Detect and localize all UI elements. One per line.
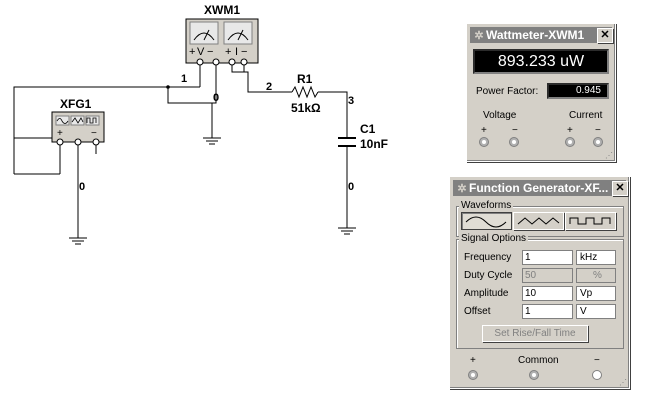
triangle-wave-icon <box>517 217 560 225</box>
current-minus-sign: − <box>595 125 601 136</box>
wm-current-letter: I <box>235 46 238 58</box>
sine-wave-icon <box>465 216 507 228</box>
duty-cycle-input[interactable]: 50 <box>522 268 573 283</box>
junction-dot <box>166 85 170 89</box>
fg-resize-grip-icon[interactable]: ⋰ <box>619 378 627 387</box>
square-wave-icon <box>569 217 611 225</box>
offset-input[interactable]: 1 <box>522 304 573 319</box>
capacitor-value: 10nF <box>360 137 388 151</box>
fg-minus-sign: − <box>91 128 97 139</box>
wm-voltage-plus: + <box>189 46 195 58</box>
wm-current-minus: − <box>241 46 247 58</box>
wattmeter-title-icon: ✲ <box>474 30 484 42</box>
signal-options-group <box>456 239 624 349</box>
wattmeter-reading: 893.233 uW <box>497 53 585 70</box>
fg-minus-terminal[interactable] <box>592 370 602 380</box>
capacitor-symbol[interactable] <box>338 137 356 147</box>
fg-close-button[interactable]: ✕ <box>612 181 628 196</box>
capacitor-label: C1 <box>360 122 376 136</box>
waveforms-group-label: Waveforms <box>459 200 514 211</box>
resize-grip-icon[interactable]: ⋰ <box>605 151 613 160</box>
power-factor-display: 0.945 <box>547 83 609 99</box>
function-generator-label: XFG1 <box>60 97 92 111</box>
frequency-unit-select[interactable]: kHz <box>576 250 616 265</box>
node-label-1: 1 <box>181 73 187 85</box>
triangle-wave-button[interactable] <box>513 212 564 230</box>
wm-current-plus: + <box>225 46 231 58</box>
duty-cycle-unit: % <box>576 268 616 283</box>
fg-title: Function Generator-XF... <box>469 181 609 195</box>
amplitude-label: Amplitude <box>464 288 509 299</box>
fg-plus-label: + <box>470 355 476 366</box>
power-factor-value: 0.945 <box>575 85 601 96</box>
resistor-label: R1 <box>297 72 313 86</box>
current-label: Current <box>569 110 603 121</box>
wattmeter-symbol[interactable]: + V − + I − <box>185 18 259 66</box>
fg-titlebar[interactable]: ✲Function Generator-XF... <box>453 180 626 196</box>
wm-voltage-minus: − <box>207 46 213 58</box>
power-factor-label: Power Factor: <box>476 86 539 97</box>
waveforms-group <box>456 206 624 237</box>
amplitude-input[interactable]: 10 <box>522 286 573 301</box>
node-label-2: 2 <box>266 81 272 93</box>
ground-symbol-wm <box>203 137 221 145</box>
offset-unit-select[interactable]: V <box>576 304 616 319</box>
current-plus-sign: + <box>567 125 573 136</box>
voltage-minus-terminal[interactable] <box>509 137 519 147</box>
set-rise-fall-time-button[interactable]: Set Rise/Fall Time <box>482 325 588 342</box>
square-wave-button[interactable] <box>565 212 616 230</box>
duty-cycle-label: Duty Cycle <box>464 270 513 281</box>
voltage-label: Voltage <box>483 110 517 121</box>
fg-minus-label: − <box>594 355 600 366</box>
amplitude-unit-select[interactable]: Vp <box>576 286 616 301</box>
resistor-symbol[interactable] <box>291 85 319 99</box>
wattmeter-close-button[interactable]: ✕ <box>597 28 613 43</box>
voltage-plus-sign: + <box>481 125 487 136</box>
resistor-value: 51kΩ <box>291 101 321 115</box>
node-label-0-fg: 0 <box>79 181 85 193</box>
function-generator-window: ✲Function Generator-XF... ✕ Waveforms Si… <box>449 176 630 389</box>
node-label-0-cap: 0 <box>348 181 354 193</box>
node-label-3: 3 <box>348 95 354 107</box>
current-minus-terminal[interactable] <box>593 137 603 147</box>
voltage-plus-terminal[interactable] <box>479 137 489 147</box>
ground-symbol-cap <box>338 227 356 235</box>
fg-title-icon: ✲ <box>457 183 467 195</box>
circuit-wires <box>13 62 348 238</box>
wattmeter-label: XWM1 <box>204 3 240 17</box>
wm-voltage-letter: V <box>197 46 205 58</box>
current-plus-terminal[interactable] <box>565 137 575 147</box>
wattmeter-reading-display: 893.233 uW <box>473 49 609 74</box>
wattmeter-window: ✲Wattmeter-XWM1 ✕ 893.233 uW Power Facto… <box>466 23 616 162</box>
common-label: Common <box>518 355 559 366</box>
fg-plus-terminal[interactable] <box>468 370 478 380</box>
frequency-input[interactable]: 1 <box>522 250 573 265</box>
sine-wave-button[interactable] <box>461 212 512 230</box>
ground-symbol-fg <box>69 237 87 245</box>
fg-plus-sign: + <box>57 128 63 139</box>
wattmeter-titlebar[interactable]: ✲Wattmeter-XWM1 <box>470 27 612 43</box>
wattmeter-title: Wattmeter-XWM1 <box>486 28 585 42</box>
fg-common-terminal[interactable] <box>529 370 539 380</box>
offset-label: Offset <box>464 306 491 317</box>
voltage-minus-sign: − <box>512 125 518 136</box>
signal-options-label: Signal Options <box>459 233 529 244</box>
function-generator-symbol[interactable]: + − <box>51 111 105 146</box>
frequency-label: Frequency <box>464 252 512 263</box>
node-label-0-wm: 0 <box>213 92 219 104</box>
